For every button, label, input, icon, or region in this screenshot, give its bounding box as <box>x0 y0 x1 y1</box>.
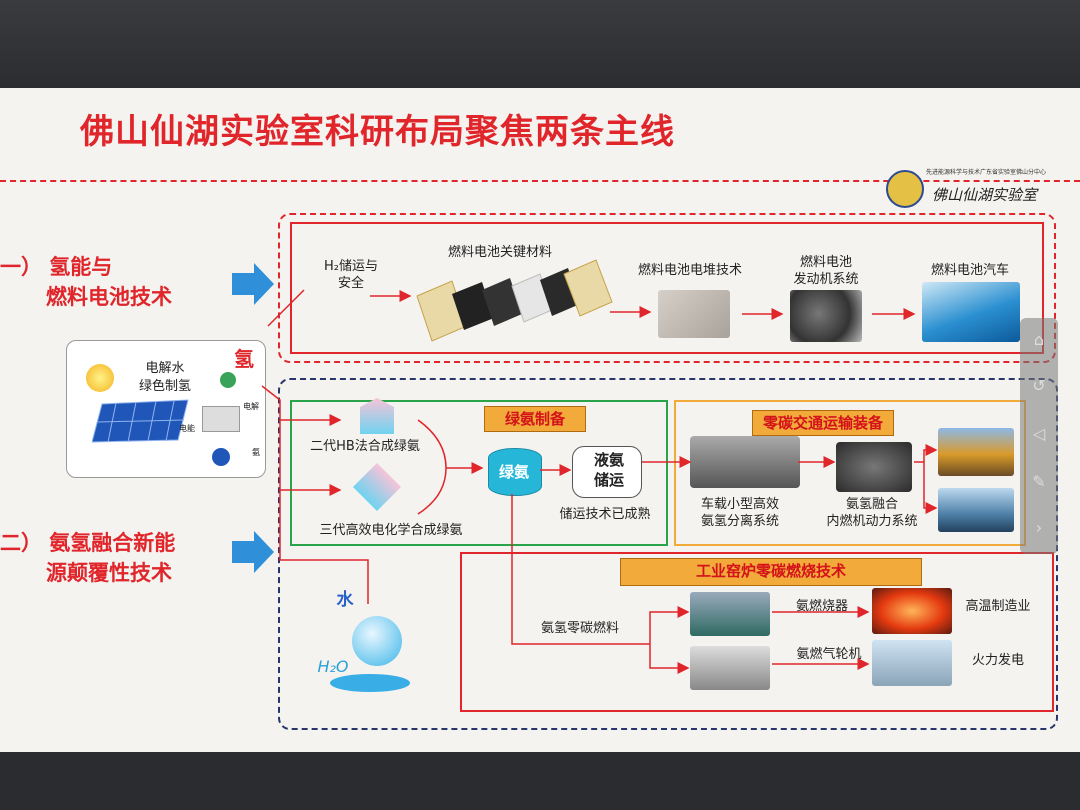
undo-icon[interactable]: ↺ <box>1032 376 1046 395</box>
power-plant-photo <box>872 640 952 686</box>
h2o-label: H₂O <box>317 657 349 676</box>
car-photo <box>922 282 1020 342</box>
storage-mature-label: 储运技术已成熟 <box>559 507 651 522</box>
liquid-ammonia-line2: 储运 <box>593 471 624 489</box>
hydrogen-char: 氢 <box>234 347 254 371</box>
green-ammonia-box <box>290 400 668 546</box>
step-h2-storage-line2: 安全 <box>337 276 364 291</box>
home-icon[interactable]: ⌂ <box>1033 330 1045 349</box>
ship-photo <box>938 488 1014 532</box>
turbine-photo <box>690 646 770 690</box>
electrolysis-ammonia: 氨 <box>252 448 260 457</box>
water-splash-icon <box>330 674 410 692</box>
step-vehicle: 燃料电池汽车 <box>930 263 1009 278</box>
liquid-ammonia-tank-icon <box>572 446 642 498</box>
kiln-box <box>460 552 1054 712</box>
h2-molecule-icon <box>220 372 236 388</box>
water-label: 水 <box>336 590 354 610</box>
section2-label-line1: 二） 氨氢融合新能 <box>0 531 176 555</box>
section1-label-line2: 燃料电池技术 <box>46 285 172 309</box>
turbine-label: 氨燃气轮机 <box>796 647 862 662</box>
step-engine-line1: 燃料电池 <box>799 255 852 270</box>
liquid-ammonia-line1: 液氨 <box>593 451 624 469</box>
step-h2-storage-line1: H₂储运与 <box>324 259 378 274</box>
burner-label: 氨燃烧器 <box>795 599 848 614</box>
section1-label-line1: 一） 氢能与 <box>0 255 113 279</box>
fuel-cell-chain-box <box>290 222 1044 354</box>
membrane-stack-icon <box>416 259 613 342</box>
slide-title: 佛山仙湖实验室科研布局聚焦两条主线 <box>80 112 675 152</box>
water-molecule-icon <box>352 616 402 666</box>
side-toolbar <box>1020 318 1058 554</box>
electrolysis-line2: 绿色制氢 <box>138 379 191 394</box>
chevron-right-icon[interactable]: › <box>1035 518 1043 537</box>
furnace-photo <box>872 588 952 634</box>
screen-bezel-bottom <box>0 752 1080 810</box>
green-ammonia-tank-icon <box>488 448 542 496</box>
electrochem-label: 三代高效电化学合成绿氨 <box>319 523 463 538</box>
screen-bezel-top <box>0 0 1080 92</box>
logo-brand: 佛山仙湖实验室 <box>932 186 1038 204</box>
step-engine-line2: 发动机系统 <box>793 272 859 287</box>
onboard-line1: 车载小型高效 <box>700 497 779 512</box>
solar-panel-icon <box>92 399 189 443</box>
sun-icon <box>86 364 114 392</box>
logo-small-text: 先进能源科学与技术广东省实验室佛山分中心 <box>926 169 1047 176</box>
electrolyzer-icon <box>202 406 240 432</box>
engine-photo <box>790 290 862 342</box>
molecule-icon <box>212 448 230 466</box>
onboard-line2: 氨氢分离系统 <box>700 514 779 529</box>
separation-system-photo <box>690 436 800 488</box>
kiln-header: 工业窑炉零碳燃烧技术 <box>620 558 922 586</box>
hb-method-label: 二代HB法合成绿氨 <box>310 439 420 454</box>
ice-line1: 氨氢融合 <box>845 497 898 512</box>
section1-dashed-frame <box>278 213 1056 363</box>
electrolysis-line1: 电解水 <box>145 361 185 376</box>
ice-line2: 内燃机动力系统 <box>826 514 918 529</box>
stack-photo <box>658 290 730 338</box>
step-stack: 燃料电池电堆技术 <box>637 263 742 278</box>
electrolysis-elec: 电解 <box>243 402 259 411</box>
truck-photo <box>938 428 1014 476</box>
volume-icon[interactable]: ◁ <box>1032 424 1046 443</box>
transport-header: 零碳交通运输装备 <box>752 410 894 436</box>
turbine-use-label: 火力发电 <box>971 653 1024 668</box>
burner-photo <box>690 592 770 636</box>
lab-logo-icon <box>886 170 924 208</box>
green-ammonia-header: 绿氨制备 <box>484 406 586 432</box>
edit-icon[interactable]: ✎ <box>1032 472 1046 491</box>
section2-dashed-frame <box>278 378 1058 730</box>
electrolysis-power: 电能 <box>179 424 195 433</box>
ice-engine-photo <box>836 442 912 492</box>
section2-label-line2: 源颠覆性技术 <box>46 561 172 585</box>
green-ammonia-label: 绿氨 <box>498 463 529 481</box>
burner-use-label: 高温制造业 <box>965 599 1031 614</box>
fuel-label: 氨氢零碳燃料 <box>540 621 619 636</box>
title-divider <box>0 180 1080 182</box>
step-materials: 燃料电池关键材料 <box>447 245 552 260</box>
